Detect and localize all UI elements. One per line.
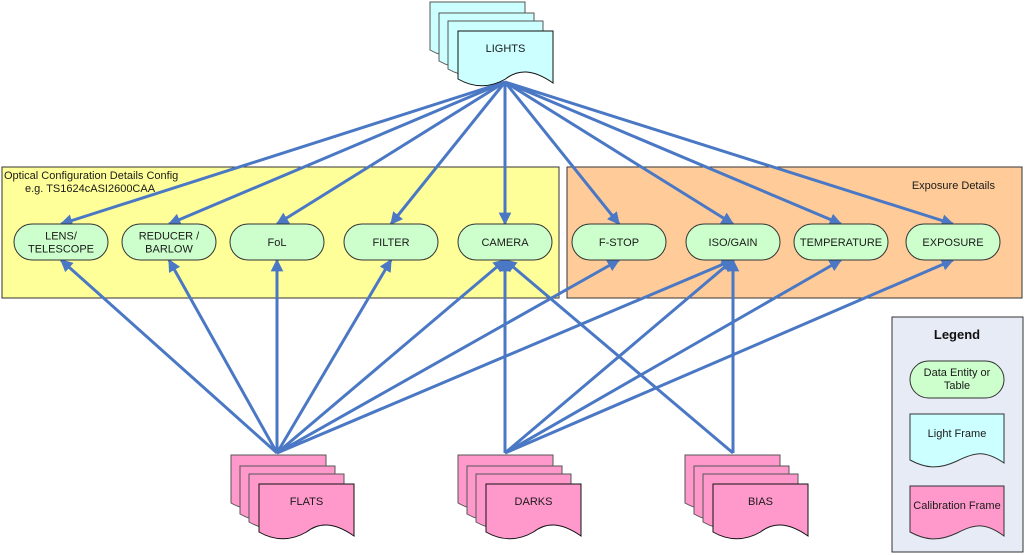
frame-sheet bbox=[457, 30, 554, 87]
entity-shape bbox=[571, 223, 667, 261]
entity-label: F-STOP bbox=[599, 237, 639, 249]
edge-bias-to-camera bbox=[504, 258, 734, 455]
entity-label: TELESCOPE bbox=[28, 244, 94, 256]
edge-lights-to-isogain bbox=[504, 80, 735, 226]
data-entities: LENS/TELESCOPE REDUCER /BARLOW FoL FILTER CA… bbox=[13, 223, 1001, 261]
entity-shape bbox=[793, 223, 889, 261]
frame-documents: LIGHTS FLATS DARKS BIAS bbox=[230, 1, 809, 540]
edge-lights-to-filter bbox=[389, 81, 507, 225]
entity-label: FoL bbox=[268, 237, 287, 249]
edge-lights-to-temperature bbox=[504, 80, 843, 226]
frame-label: DARKS bbox=[515, 496, 553, 508]
entity-label: BARLOW bbox=[145, 244, 193, 256]
edge-flats-to-fstop bbox=[276, 258, 621, 455]
legend-calibration-frame-shape bbox=[909, 485, 1005, 540]
entity-shape bbox=[905, 223, 1001, 261]
edge-lights-to-exposure bbox=[504, 80, 955, 227]
edge-darks-to-temperature bbox=[504, 258, 843, 455]
legend-entity-label-line1: Data Entity or bbox=[924, 367, 991, 379]
frame-bias[interactable]: BIAS bbox=[684, 454, 809, 540]
entity-isogain[interactable]: ISO/GAIN bbox=[685, 223, 781, 261]
entity-shape bbox=[229, 223, 325, 261]
entity-label: TEMPERATURE bbox=[800, 237, 882, 249]
edge-lights-to-fstop bbox=[503, 81, 621, 225]
entity-label: LENS/ bbox=[45, 231, 78, 243]
entity-lens[interactable]: LENS/TELESCOPE bbox=[13, 223, 109, 261]
entity-temperature[interactable]: TEMPERATURE bbox=[793, 223, 889, 261]
legend: Legend Data Entity or Table Light Frame … bbox=[891, 316, 1024, 553]
frame-sheet bbox=[485, 483, 582, 540]
exposure-group-title: Exposure Details bbox=[912, 180, 996, 192]
edge-flats-to-filter bbox=[275, 258, 393, 454]
edge-lights-to-reducer bbox=[167, 80, 506, 226]
optical-group-subtitle: e.g. TS1624cASI2600CAA bbox=[25, 183, 156, 195]
entity-shape bbox=[343, 223, 439, 261]
legend-entity-shape bbox=[909, 360, 1005, 399]
entity-reducer[interactable]: REDUCER /BARLOW bbox=[121, 223, 217, 261]
frame-sheet bbox=[258, 483, 355, 540]
entity-filter[interactable]: FILTER bbox=[343, 223, 439, 261]
frame-darks[interactable]: DARKS bbox=[457, 454, 582, 540]
frame-label: FLATS bbox=[290, 496, 323, 508]
entity-shape bbox=[685, 223, 781, 261]
edge-flats-to-reducer bbox=[167, 258, 279, 454]
legend-title: Legend bbox=[934, 327, 980, 342]
entity-fstop[interactable]: F-STOP bbox=[571, 223, 667, 261]
legend-entity-label-line2: Table bbox=[944, 380, 970, 392]
legend-entity-item: Data Entity or Table bbox=[909, 360, 1005, 399]
edge-flats-to-lens bbox=[60, 258, 278, 455]
entity-label: REDUCER / bbox=[139, 231, 200, 243]
entity-label: CAMERA bbox=[481, 237, 529, 249]
frame-label: BIAS bbox=[748, 496, 773, 508]
legend-calibration-frame-label: Calibration Frame bbox=[913, 500, 1000, 512]
entity-shape bbox=[121, 223, 217, 261]
frame-sheet bbox=[712, 483, 809, 540]
legend-light-frame-item: Light Frame bbox=[909, 413, 1005, 468]
entity-label: EXPOSURE bbox=[922, 237, 983, 249]
legend-light-frame-label: Light Frame bbox=[928, 428, 987, 440]
frame-label: LIGHTS bbox=[486, 43, 526, 55]
legend-light-frame-shape bbox=[909, 413, 1005, 468]
entity-exposure[interactable]: EXPOSURE bbox=[905, 223, 1001, 261]
edge-lights-to-fol bbox=[275, 80, 506, 226]
entity-label: ISO/GAIN bbox=[709, 237, 758, 249]
edge-darks-to-exposure bbox=[504, 258, 955, 455]
connector-lines bbox=[59, 80, 955, 455]
optical-group-title: Optical Configuration Details Config bbox=[4, 170, 178, 182]
entity-label: FILTER bbox=[372, 237, 409, 249]
entity-fol[interactable]: FoL bbox=[229, 223, 325, 261]
frame-lights[interactable]: LIGHTS bbox=[429, 1, 554, 87]
frame-flats[interactable]: FLATS bbox=[230, 454, 355, 540]
entity-shape bbox=[457, 223, 553, 261]
entity-camera[interactable]: CAMERA bbox=[457, 223, 553, 261]
entity-shape bbox=[13, 223, 109, 261]
edge-flats-to-camera bbox=[276, 258, 506, 455]
legend-calibration-frame-item: Calibration Frame bbox=[909, 485, 1005, 540]
edge-lights-to-lens bbox=[59, 80, 506, 227]
